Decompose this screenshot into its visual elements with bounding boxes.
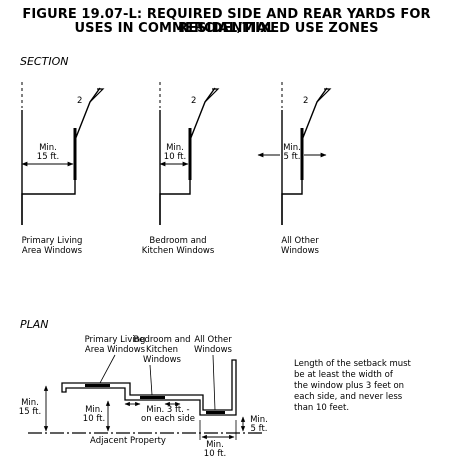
caption: Bedroom and [149, 236, 206, 246]
section-primary-living: 2 Min. 15 ft. Primary Living Area Window… [21, 82, 105, 256]
dim-label: Min. [206, 440, 224, 450]
note-line: than 10 feet. [294, 403, 350, 413]
dim-label: 5 ft. [284, 152, 301, 162]
section-bedroom-kitchen: 2 Min. 10 ft. Bedroom and Kitchen Window… [142, 82, 220, 256]
section-heading: SECTION [20, 55, 69, 68]
dim-label: Min. [250, 415, 268, 425]
caption: Area Windows [22, 246, 83, 256]
setback-note: Length of the setback must be at least t… [294, 359, 444, 414]
roof-slope [316, 88, 332, 103]
caption: Kitchen Windows [142, 246, 215, 256]
dim-label: Min. [283, 143, 301, 153]
plan-caption: Windows [143, 355, 182, 365]
dim-label: 5 ft. [251, 424, 268, 434]
dim-label: Min. [21, 398, 39, 408]
dim-label: 10 ft. [204, 449, 226, 459]
dim-label: 10 ft. [164, 152, 186, 162]
slope-label: 2 [191, 96, 196, 106]
dim-label: Min. [85, 405, 103, 415]
figure-title-line-2: USES IN COMMERCIAL/MIXED USE ZONES [74, 21, 379, 36]
plan-view: Primary Living Area Windows Bedroom and … [19, 335, 268, 459]
leader-line [212, 354, 216, 411]
section-all-other: 2 Min. 5 ft. All Other Windows [257, 82, 332, 256]
roof-slope [204, 88, 220, 103]
dim-label: 15 ft. [19, 407, 41, 417]
figure-title-line-1: FIGURE 19.07-L: REQUIRED SIDE AND REAR Y… [22, 7, 431, 36]
note-line: the window plus 3 feet on [294, 381, 405, 391]
leader-line [149, 364, 153, 396]
note-line: Length of the setback must [294, 359, 411, 369]
leader-line [99, 354, 116, 384]
dim-label: Min. [39, 143, 57, 153]
caption: All Other [281, 236, 319, 246]
slope-label: 2 [303, 96, 308, 106]
caption: Windows [281, 246, 320, 256]
roof-slope [89, 88, 105, 103]
dim-label: 15 ft. [37, 152, 59, 162]
building-outline [21, 87, 101, 225]
note-line: be at least the width of [294, 370, 393, 380]
dim-label: Min. 3 ft. - [146, 405, 189, 415]
building-footprint [61, 359, 237, 416]
dim-label: Min. [166, 143, 184, 153]
slope-label: 2 [77, 96, 82, 106]
note-line: each side, and never less [294, 392, 403, 402]
plan-caption: Windows [194, 345, 233, 355]
plan-caption: Primary Living [85, 335, 146, 345]
plan-caption: All Other [194, 335, 232, 345]
plan-heading: PLAN [20, 318, 49, 331]
dim-label: 10 ft. [83, 414, 105, 424]
plan-caption: Area Windows [85, 345, 146, 355]
plan-caption: Kitchen [146, 345, 178, 355]
caption: Primary Living [22, 236, 83, 246]
plan-caption: Bedroom and [133, 335, 190, 345]
dim-label: on each side [141, 414, 195, 424]
adjacent-property-label: Adjacent Property [90, 436, 166, 446]
